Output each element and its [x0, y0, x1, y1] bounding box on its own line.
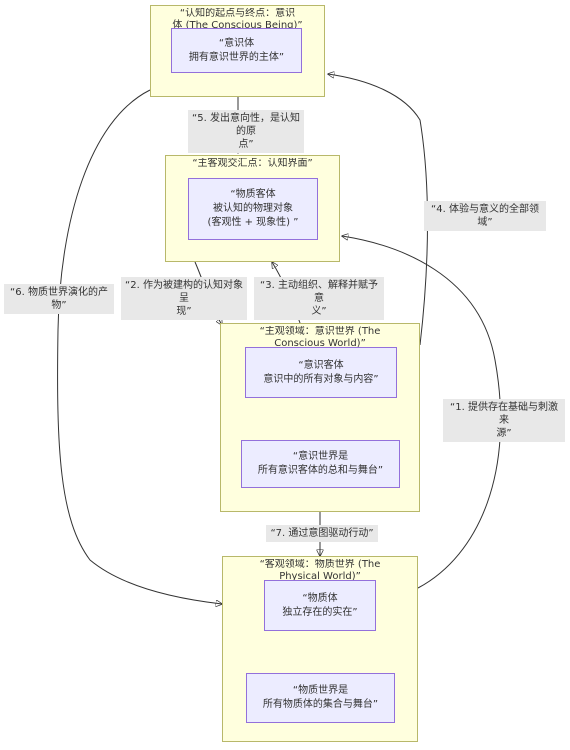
node-material-object[interactable]: “物质客体 被认知的物理对象 (客观性 + 现象性) ” [188, 178, 318, 240]
edge-label-1: “1. 提供存在基础与刺激来 源” [443, 399, 565, 442]
node-conscious-world[interactable]: “意识世界是 所有意识客体的总和与舞台” [241, 440, 400, 488]
cluster-conscious-being: “认知的起点与终点：意识 体 (The Conscious Being)” “意… [150, 5, 325, 97]
edge-label-6: “6. 物质世界演化的产物” [4, 284, 114, 314]
node-conscious-being[interactable]: “意识体 拥有意识世界的主体” [171, 28, 302, 73]
edge-6 [57, 89, 222, 604]
edge-label-4: “4. 体验与意义的全部领域” [424, 201, 546, 231]
edge-label-7: “7. 通过意图驱动行动” [266, 525, 378, 542]
node-conscious-object[interactable]: “意识客体 意识中的所有对象与内容” [245, 347, 397, 398]
cluster-physical-world: “客观领域：物质世界 (The Physical World)” “物质体 独立… [222, 556, 418, 742]
cluster-cognitive-interface: “主客观交汇点：认知界面” “物质客体 被认知的物理对象 (客观性 + 现象性)… [165, 155, 340, 262]
cluster-title-objective: “客观领域：物质世界 (The Physical World)” [259, 559, 381, 582]
edge-label-2: “2. 作为被建构的认知对象呈 现” [121, 277, 247, 320]
cluster-title-conscious-being: “认知的起点与终点：意识 体 (The Conscious Being)” [172, 8, 303, 31]
cluster-title-interface: “主客观交汇点：认知界面” [192, 158, 313, 169]
node-physical-world[interactable]: “物质世界是 所有物质体的集合与舞台” [246, 673, 395, 723]
cluster-subjective-world: “主观领域：意识世界 (The Conscious World)” “意识客体 … [220, 323, 420, 512]
node-matter[interactable]: “物质体 独立存在的实在” [264, 580, 376, 631]
edge-label-5: “5. 发出意向性，是认知的原 点” [188, 110, 304, 153]
cluster-title-subjective: “主观领域：意识世界 (The Conscious World)” [259, 326, 381, 349]
edge-label-3: “3. 主动组织、解释并赋予意 义” [254, 277, 384, 320]
edge-1 [342, 236, 502, 589]
edge-4 [328, 74, 428, 346]
